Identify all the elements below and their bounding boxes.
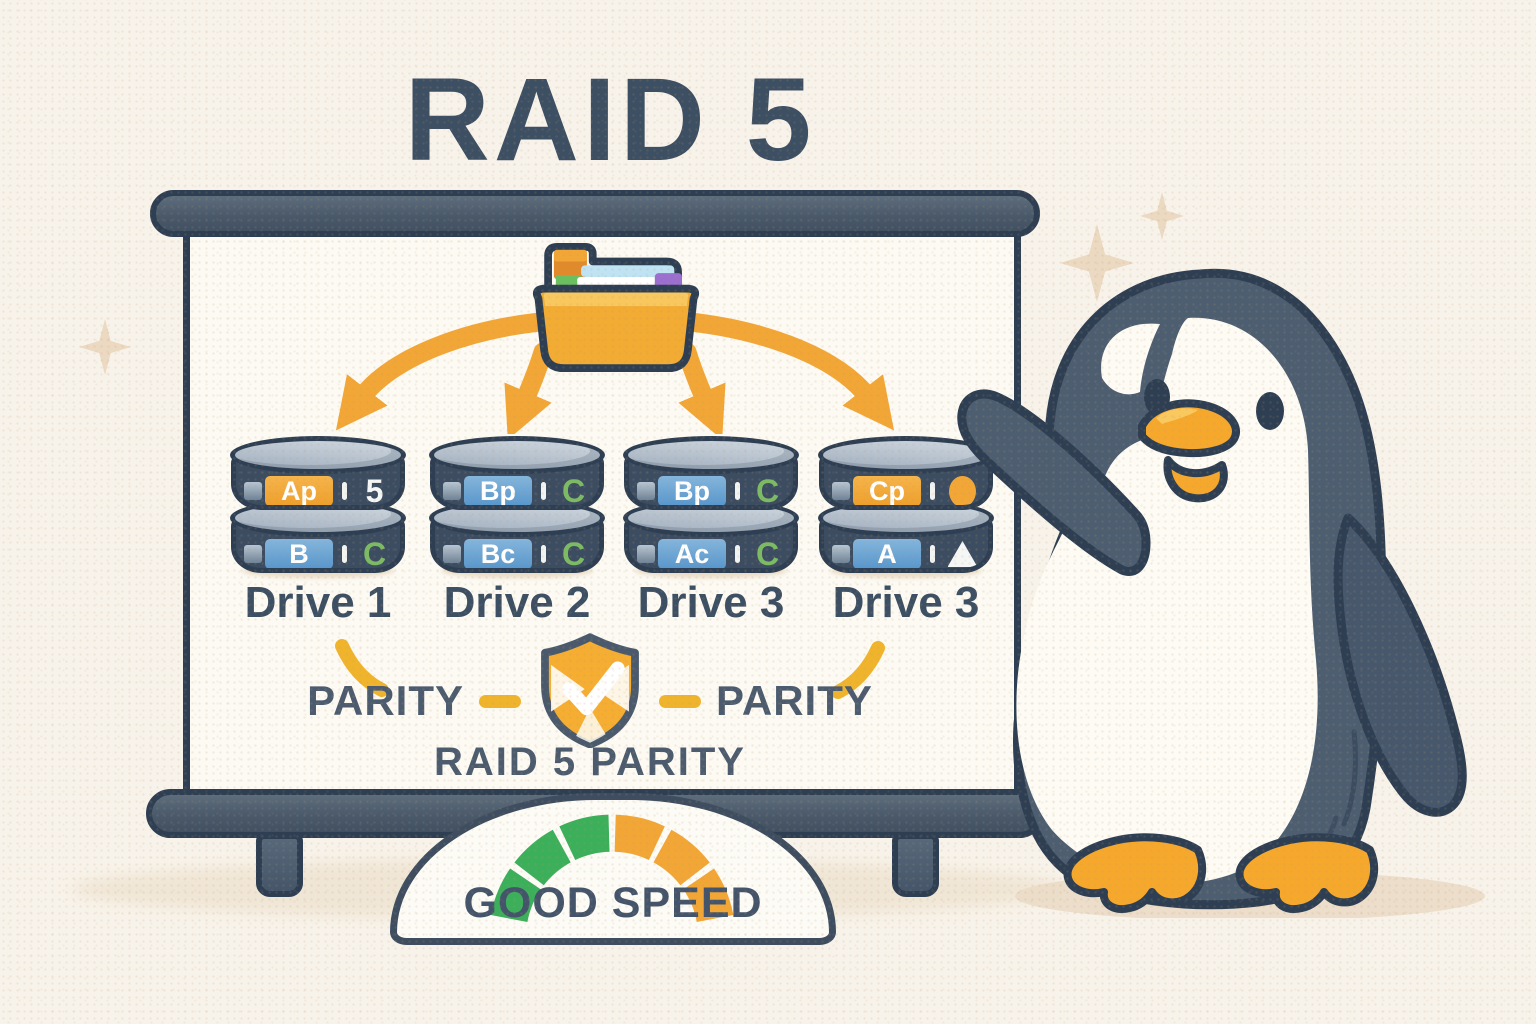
drive-label: Drive 3	[832, 578, 980, 627]
divider	[541, 545, 546, 563]
disk-sheen	[244, 482, 262, 500]
block-chip: Ap	[265, 476, 333, 505]
drive-1: Ap 5 B C Drive 1	[230, 436, 406, 627]
drive-2: Bp C Bc C Drive 2	[429, 436, 605, 627]
divider	[930, 482, 935, 500]
block-shape-icon	[949, 475, 976, 505]
easel-right-leg	[892, 833, 939, 897]
page-title: RAID 5	[404, 54, 816, 186]
disk-platter-top	[429, 436, 605, 474]
drive-label: Drive 2	[443, 578, 591, 627]
swoosh-left-icon	[335, 639, 388, 697]
arrow-inner-left-icon	[504, 342, 553, 434]
arrow-outer-right-icon	[658, 310, 895, 431]
disk-sheen	[443, 482, 461, 500]
dash-icon	[479, 694, 521, 708]
gauge-segment	[490, 868, 541, 923]
folder-icon	[532, 243, 700, 373]
disk: Cp	[818, 436, 994, 510]
divider	[930, 545, 935, 563]
divider	[541, 482, 546, 500]
disk: Ac C	[623, 499, 799, 573]
disk-platter-top	[623, 436, 799, 474]
swoosh-right-icon	[832, 641, 885, 699]
disk-sheen	[244, 545, 262, 563]
sparkle-icon	[1140, 192, 1184, 240]
parity-label-right: PARITY	[716, 677, 873, 724]
disk: Bp C	[623, 436, 799, 510]
gauge-arc	[490, 814, 734, 923]
divider	[735, 482, 740, 500]
disk: Bp C	[429, 436, 605, 510]
drive-4: Cp A Drive 3	[818, 436, 994, 627]
sparkle-icon	[79, 319, 131, 375]
parity-shield-check-icon	[541, 633, 639, 748]
disk-platter-top	[818, 436, 994, 474]
dash-icon	[659, 694, 701, 708]
block-text: C	[362, 536, 387, 572]
drive-label: Drive 1	[244, 578, 392, 627]
block-chip: Ac	[658, 539, 726, 568]
disk: A	[818, 499, 994, 573]
block-text: C	[755, 536, 780, 572]
gauge-segment	[614, 814, 665, 861]
block-chip: Bp	[658, 476, 726, 505]
speed-gauge: GOOD SPEED	[390, 793, 836, 945]
gauge-segment	[559, 814, 610, 861]
penguin-mascot-illustration	[957, 268, 1485, 918]
disk: Ap 5	[230, 436, 406, 510]
block-chip: Cp	[853, 476, 921, 505]
block-text: C	[561, 536, 586, 572]
parity-caption: RAID 5 PARITY	[434, 740, 746, 784]
block-text: 5	[365, 473, 384, 509]
gauge-segment	[514, 829, 571, 886]
block-chip: A	[853, 539, 921, 568]
parity-row: PARITY PARITY	[300, 633, 880, 756]
block-chip: Bc	[464, 539, 532, 568]
drive-label: Drive 3	[637, 578, 785, 627]
disk: B C	[230, 499, 406, 573]
disk-platter-top	[230, 436, 406, 474]
block-text: C	[561, 473, 586, 509]
parity-label-left: PARITY	[307, 677, 464, 724]
block-chip: B	[265, 539, 333, 568]
block-text: C	[755, 473, 780, 509]
divider	[342, 545, 347, 563]
drive-3: Bp C Ac C Drive 3	[623, 436, 799, 627]
gauge-segment	[683, 868, 734, 923]
easel-top-bar	[150, 190, 1040, 237]
block-chip: Bp	[464, 476, 532, 505]
arrow-outer-left-icon	[335, 310, 572, 431]
disk-sheen	[443, 545, 461, 563]
disk: Bc C	[429, 499, 605, 573]
easel-left-leg	[256, 833, 303, 897]
divider	[342, 482, 347, 500]
gauge-segment	[653, 829, 710, 886]
disk-sheen	[832, 545, 850, 563]
disk-sheen	[637, 482, 655, 500]
divider	[735, 545, 740, 563]
gauge-label: GOOD SPEED	[463, 879, 763, 927]
disk-sheen	[832, 482, 850, 500]
disk-sheen	[637, 545, 655, 563]
